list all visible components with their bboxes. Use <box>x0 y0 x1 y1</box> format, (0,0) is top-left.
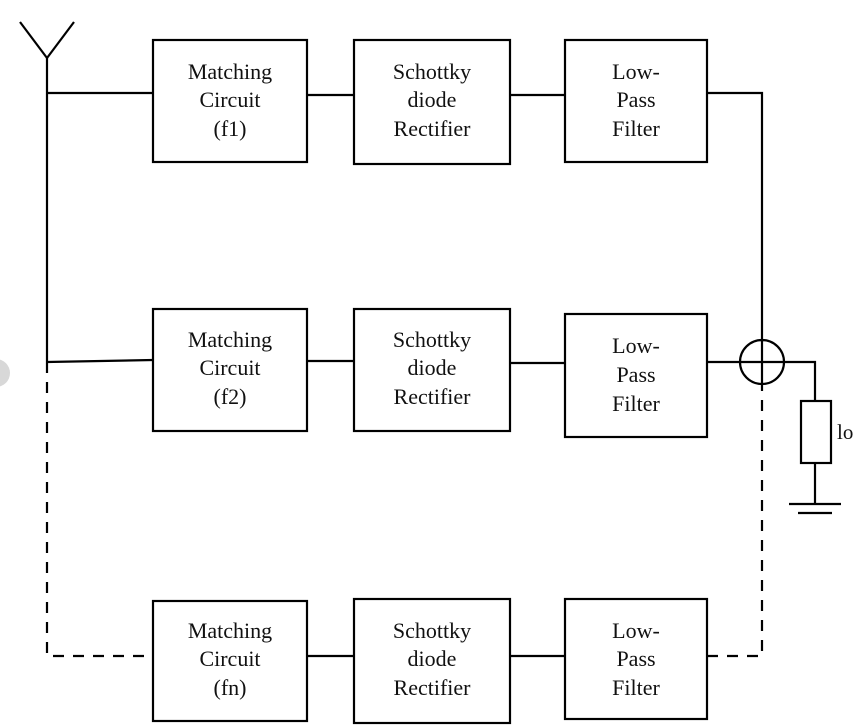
matching-label-line: (fn) <box>214 675 247 700</box>
ground-icon <box>789 502 841 515</box>
low-pass-filter-1 <box>563 38 709 164</box>
matching-label-line: Circuit <box>199 87 260 112</box>
matching-label-line: (f1) <box>214 116 247 141</box>
matching-label-line: Matching <box>188 59 272 84</box>
filter-label-line: Pass <box>616 362 655 387</box>
filter-label-line: Filter <box>612 116 660 141</box>
matching-circuit-f2 <box>151 307 309 433</box>
low-pass-filter-n <box>563 597 709 721</box>
rectifier-label-line: diode <box>408 646 457 671</box>
matching-label-line: Matching <box>188 618 272 643</box>
matching-label-line: Matching <box>188 327 272 352</box>
row-2: Matching Circuit (f2) Schottky diode Rec… <box>151 307 740 439</box>
filter-label-line: Low- <box>612 333 660 358</box>
rectifier-label-line: Rectifier <box>394 116 472 141</box>
filter-label-line: Filter <box>612 391 660 416</box>
output-line-row1 <box>707 91 764 342</box>
feed-line-row2 <box>46 358 154 364</box>
feed-line-rown-dashed <box>45 362 153 658</box>
rectifier-label-line: Schottky <box>393 327 471 352</box>
filter-label-line: Low- <box>612 59 660 84</box>
schottky-rectifier-n <box>352 597 512 725</box>
rectifier-label-line: diode <box>408 355 457 380</box>
rectifier-label-line: Schottky <box>393 59 471 84</box>
matching-circuit-f1 <box>151 38 309 164</box>
load-resistor-icon <box>784 360 833 504</box>
matching-circuit-fn <box>151 599 309 723</box>
filter-label-line: Filter <box>612 675 660 700</box>
summing-junction-icon <box>738 338 786 386</box>
output-line-rown-dashed <box>707 384 764 658</box>
filter-label-line: Pass <box>616 87 655 112</box>
row-n: Matching Circuit (fn) Schottky diode Rec… <box>151 384 764 725</box>
matching-label-line: Circuit <box>199 355 260 380</box>
load-label: lo <box>837 420 853 444</box>
rectifier-label-line: Rectifier <box>394 384 472 409</box>
filter-label-line: Pass <box>616 646 655 671</box>
edge-artifact-dot <box>0 359 10 387</box>
antenna-icon <box>19 21 75 362</box>
matching-label-line: (f2) <box>214 384 247 409</box>
rectifier-label-line: Schottky <box>393 618 471 643</box>
low-pass-filter-2 <box>563 312 709 439</box>
rectifier-label-line: diode <box>408 87 457 112</box>
schottky-rectifier-1 <box>352 38 512 166</box>
matching-label-line: Circuit <box>199 646 260 671</box>
rectifier-label-line: Rectifier <box>394 675 472 700</box>
filter-label-line: Low- <box>612 618 660 643</box>
schottky-rectifier-2 <box>352 307 512 433</box>
row-1: Matching Circuit (f1) Schottky diode Rec… <box>151 38 764 342</box>
